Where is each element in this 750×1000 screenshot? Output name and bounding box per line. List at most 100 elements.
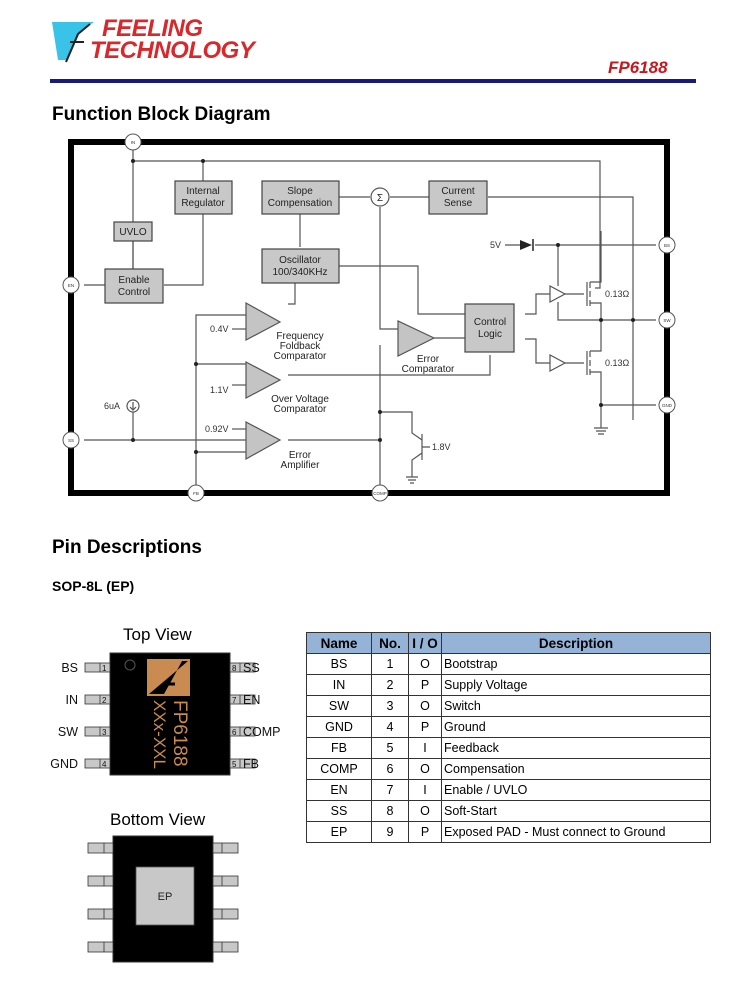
- col-header-no: No.: [371, 632, 409, 654]
- svg-text:0.4V: 0.4V: [210, 324, 229, 334]
- block-current-sense: Current Sense: [428, 180, 488, 215]
- svg-text:Sense: Sense: [444, 198, 473, 209]
- pin-name: FB: [243, 757, 259, 771]
- package-lead: [87, 941, 114, 953]
- high-side-rdson: 0.13Ω: [605, 289, 630, 299]
- package-pin: 4 GND: [50, 757, 111, 771]
- svg-text:Comparator: Comparator: [274, 351, 327, 362]
- svg-text:Frequency: Frequency: [276, 331, 323, 342]
- cell-description: Bootstrap: [441, 653, 711, 675]
- cell-name: GND: [306, 716, 372, 738]
- pin-name: BS: [61, 661, 78, 675]
- svg-text:SW: SW: [663, 318, 671, 323]
- error-amplifier: 0.92V Error Amplifier: [205, 421, 320, 471]
- cell-description: Enable / UVLO: [441, 779, 711, 801]
- svg-text:0.92V: 0.92V: [205, 424, 229, 434]
- block-uvlo: UVLO: [113, 221, 153, 242]
- svg-text:Control: Control: [118, 287, 150, 298]
- pin-name: SW: [58, 725, 78, 739]
- svg-text:Error: Error: [417, 354, 440, 365]
- marking-line-1: FP6188: [169, 700, 190, 767]
- svg-text:BS: BS: [664, 243, 670, 248]
- bottom-view-package: EP: [87, 835, 239, 963]
- frequency-foldback-comparator: 0.4V Frequency Foldback Comparator: [210, 301, 327, 362]
- package-pin: 8 SS: [229, 661, 260, 675]
- col-header-name: Name: [306, 632, 372, 654]
- cell-io: O: [408, 800, 442, 822]
- svg-text:Compensation: Compensation: [268, 198, 332, 209]
- company-logo: FEELING TECHNOLOGY: [50, 14, 280, 66]
- svg-text:Slope: Slope: [287, 186, 313, 197]
- cell-description: Ground: [441, 716, 711, 738]
- block-enable-control: Enable Control: [104, 268, 164, 304]
- cell-name: SS: [306, 800, 372, 822]
- cell-io: I: [408, 737, 442, 759]
- svg-text:Over Voltage: Over Voltage: [271, 394, 329, 405]
- cell-description: Supply Voltage: [441, 674, 711, 696]
- error-comparator: Error Comparator: [397, 320, 455, 375]
- package-lead: [87, 842, 114, 854]
- cell-name: COMP: [306, 758, 372, 780]
- block-slope-compensation: Slope Compensation: [261, 180, 340, 215]
- cell-name: SW: [306, 695, 372, 717]
- section-title-pin-descriptions: Pin Descriptions: [52, 537, 202, 558]
- pin1-marker: [124, 659, 136, 671]
- cell-no: 4: [371, 716, 409, 738]
- top-view-title: Top View: [123, 625, 192, 644]
- pin-gnd: GND: [658, 396, 676, 414]
- pin-name: SS: [243, 661, 260, 675]
- svg-text:Error: Error: [289, 450, 312, 461]
- brand-line-1: FEELING: [102, 15, 203, 42]
- diode: 5V: [490, 239, 534, 251]
- svg-text:Logic: Logic: [478, 329, 502, 340]
- pin-number: 3: [102, 728, 107, 737]
- svg-text:Current: Current: [441, 186, 475, 197]
- svg-text:100/340KHz: 100/340KHz: [272, 267, 327, 278]
- summing-node: Σ: [370, 187, 390, 207]
- cell-io: O: [408, 758, 442, 780]
- cell-name: EP: [306, 821, 372, 843]
- pin-number: 1: [102, 664, 107, 673]
- svg-text:Foldback: Foldback: [280, 341, 322, 352]
- pin-name: GND: [50, 757, 78, 771]
- header-divider: [50, 79, 696, 83]
- svg-text:SS: SS: [68, 438, 74, 443]
- junction-dots: [131, 159, 635, 454]
- cell-io: O: [408, 653, 442, 675]
- bottom-view-title: Bottom View: [110, 810, 206, 829]
- block-control-logic: Control Logic: [464, 303, 515, 353]
- cell-no: 7: [371, 779, 409, 801]
- cell-description: Soft-Start: [441, 800, 711, 822]
- pin-en: EN: [62, 276, 80, 294]
- package-pin: 5 FB: [229, 757, 259, 771]
- cell-description: Switch: [441, 695, 711, 717]
- pin-ss: SS: [62, 431, 80, 449]
- gate-drivers: [549, 285, 567, 372]
- pin-name: IN: [66, 693, 79, 707]
- part-number: FP6188: [608, 58, 668, 77]
- clamp-voltage-label: 1.8V: [432, 442, 451, 452]
- cell-description: Feedback: [441, 737, 711, 759]
- pin-number: 8: [232, 664, 237, 673]
- package-lead: [87, 908, 114, 920]
- cell-name: EN: [306, 779, 372, 801]
- package-pin: 3 SW: [58, 725, 111, 739]
- pin-sw: SW: [658, 311, 676, 329]
- block-internal-regulator: Internal Regulator: [174, 180, 233, 215]
- col-header-description: Description: [441, 632, 711, 654]
- internal-regulator-line1: Internal: [186, 186, 219, 197]
- cell-no: 9: [371, 821, 409, 843]
- block-oscillator: Oscillator 100/340KHz: [261, 248, 340, 284]
- pin-number: 5: [232, 760, 237, 769]
- pin-number: 4: [102, 760, 107, 769]
- section-title-function-block-diagram: Function Block Diagram: [52, 104, 271, 125]
